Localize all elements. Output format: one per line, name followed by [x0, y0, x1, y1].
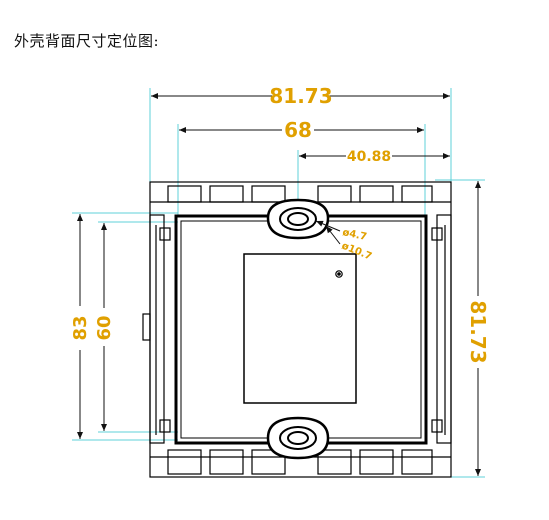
hole-small-diameter: ø4.7 [341, 227, 367, 243]
dimension-height-inner: 60 [94, 315, 115, 340]
top-mounting-hole [266, 198, 330, 240]
dimension-half-offset: 40.88 [347, 149, 391, 165]
page-heading: 外壳背面尺寸定位图: [14, 32, 160, 50]
dimension-inner-width: 68 [284, 118, 312, 142]
dimension-lines [77, 93, 481, 476]
bottom-mounting-hole [266, 416, 330, 460]
extension-lines [72, 88, 485, 478]
dimension-height-outer: 83 [70, 315, 91, 340]
dimension-overall-width: 81.73 [269, 84, 332, 108]
dimension-overall-height: 81.73 [466, 300, 490, 363]
